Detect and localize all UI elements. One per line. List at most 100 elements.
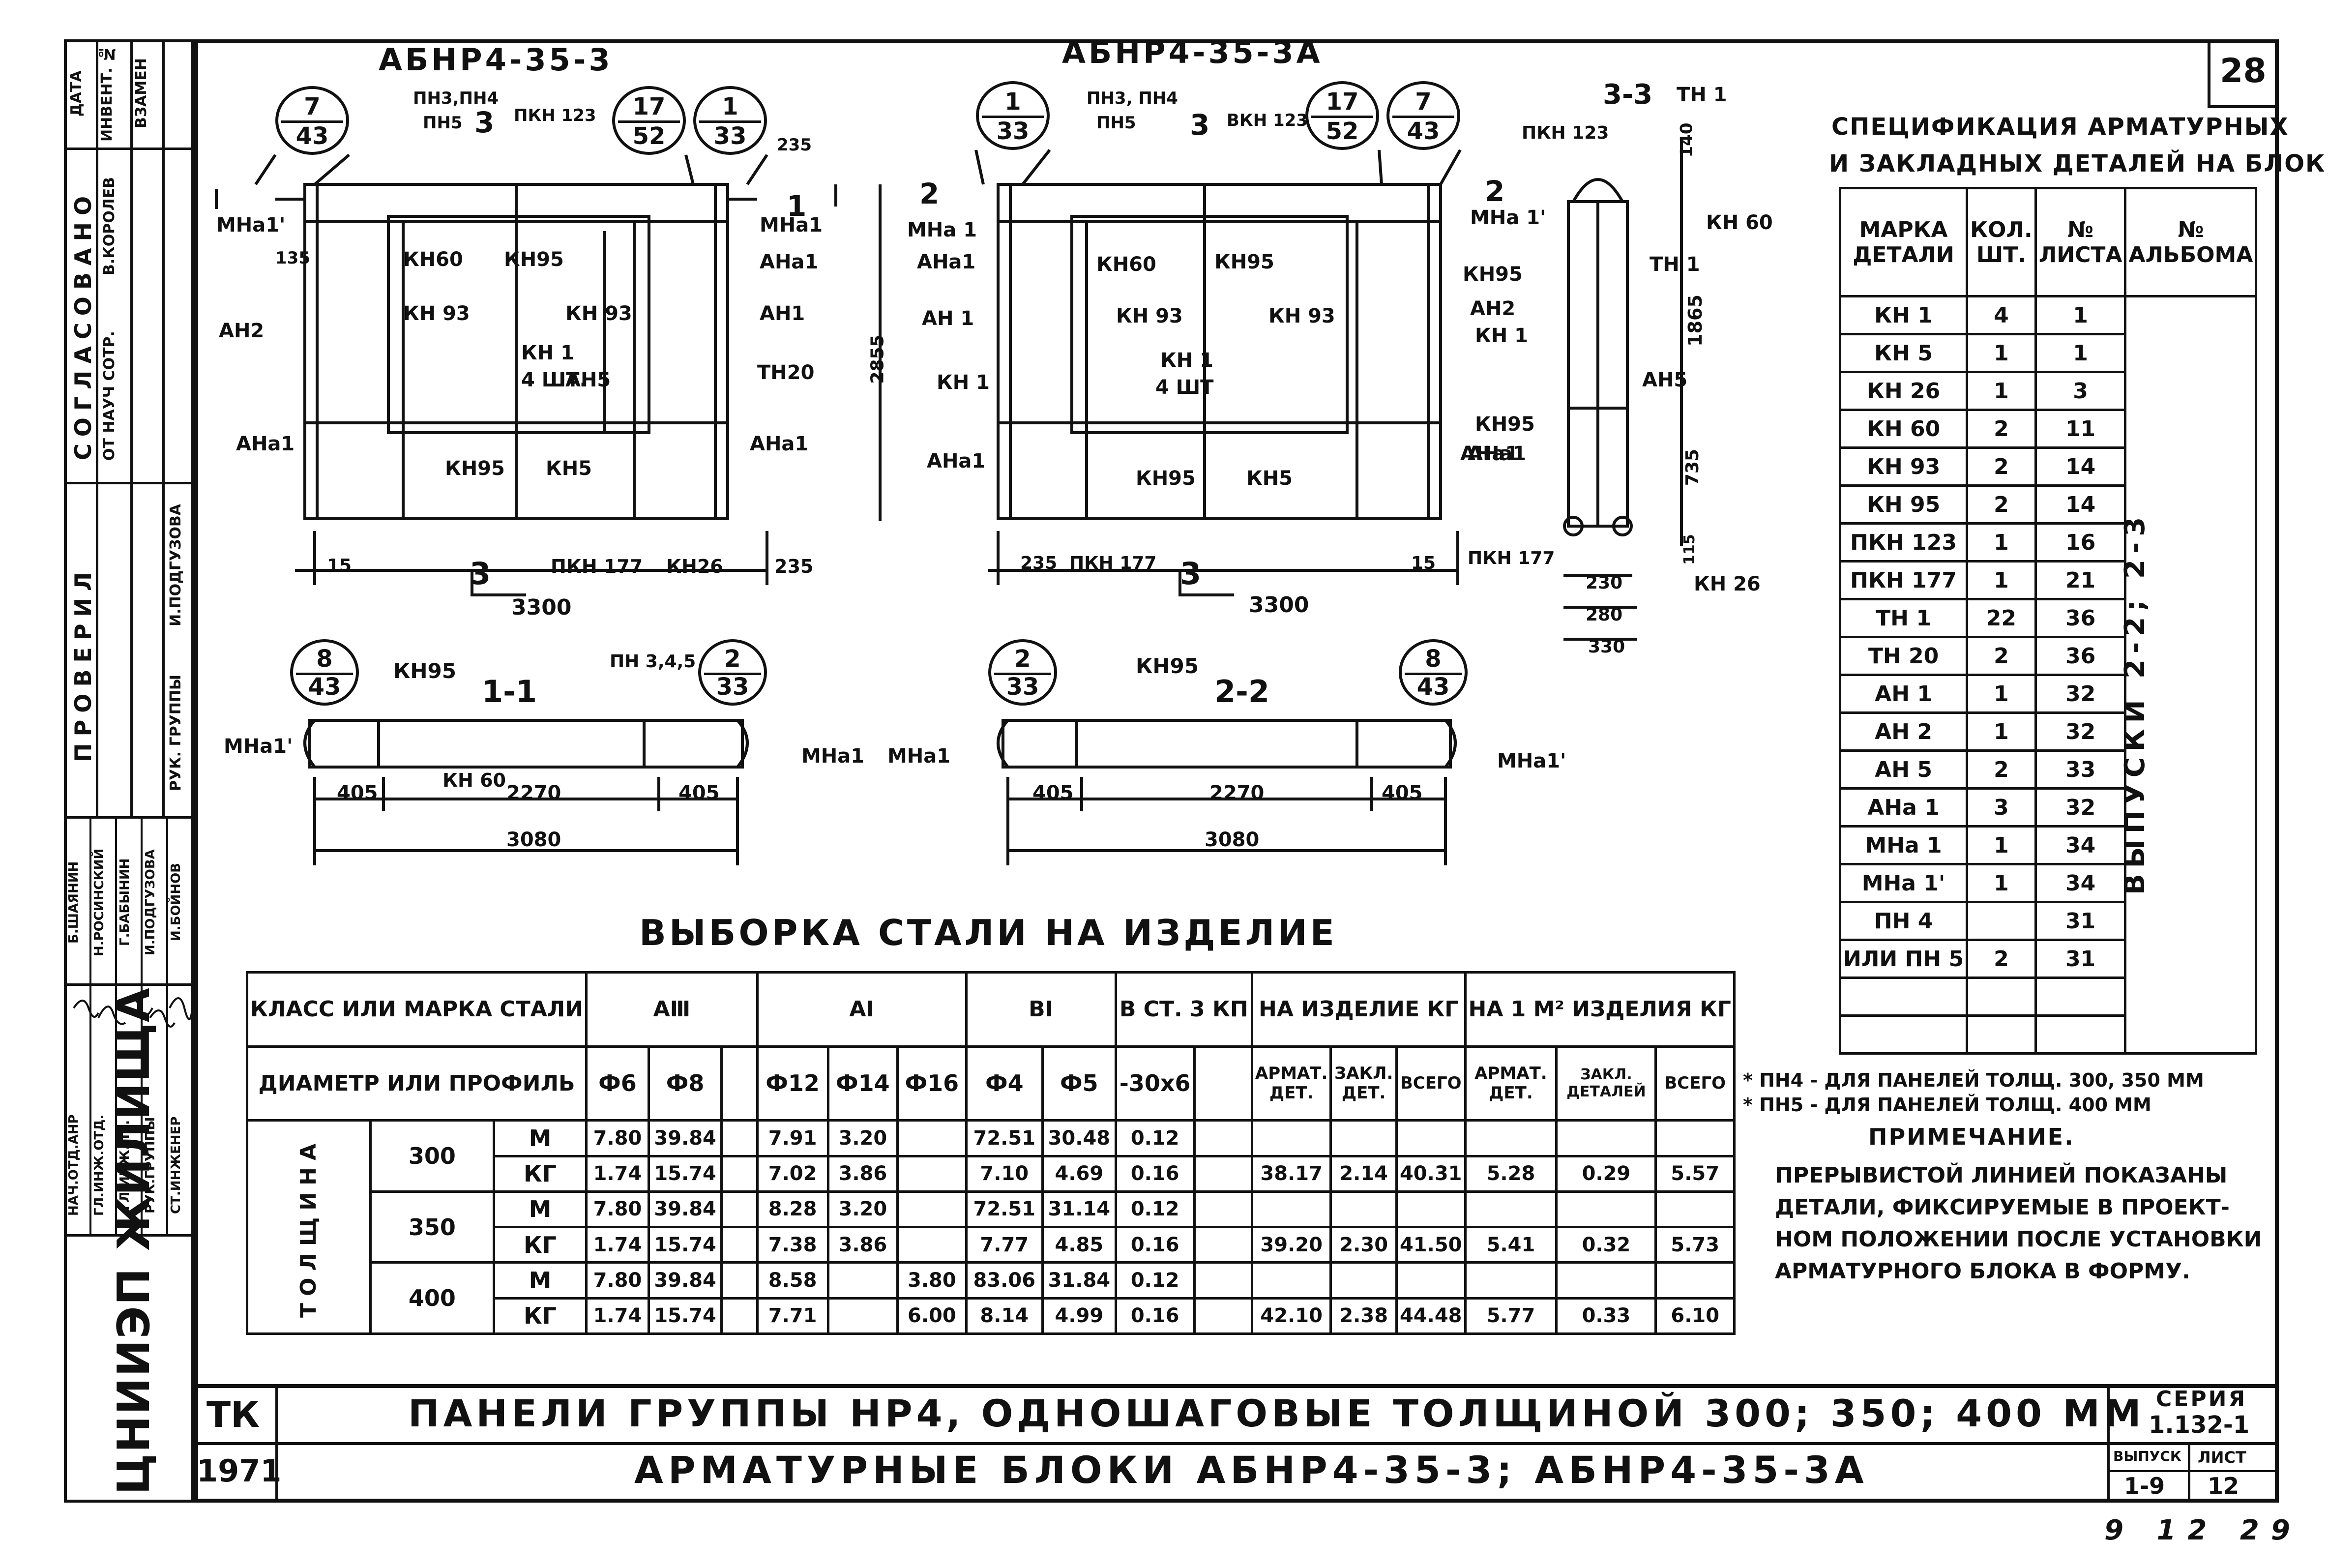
s33-pkn177: ПКН 177 — [1468, 548, 1555, 568]
thickness-value: 350 — [369, 1190, 495, 1264]
d-zakl: ЗАКЛ. ДЕТ. — [1329, 1045, 1398, 1122]
steel-cell: 2.38 — [1329, 1297, 1398, 1335]
l-d235-top: 235 — [777, 135, 812, 155]
steel-cell: 7.91 — [756, 1119, 829, 1157]
spec-mark: АН 1 — [1838, 674, 1969, 714]
steel-cell: 3.86 — [826, 1154, 899, 1193]
l-sec3-top: 3 — [474, 106, 495, 139]
l-an2: АН2 — [219, 320, 265, 342]
steel-cell — [720, 1297, 759, 1335]
r-pn5: ПН5 — [1096, 113, 1136, 133]
steel-cell — [1395, 1261, 1467, 1300]
l-d2855: 2855 — [867, 334, 888, 384]
steel-cell — [1329, 1119, 1398, 1157]
s22-d405b: 405 — [1382, 782, 1423, 804]
spec-qty — [1966, 1014, 2037, 1055]
steel-cell — [720, 1119, 759, 1157]
s33-d330: 330 — [1588, 637, 1625, 657]
s22-title: 2-2 — [1214, 674, 1270, 710]
spec-qty: 1 — [1966, 522, 2037, 562]
l-d235-bot: 235 — [774, 556, 814, 577]
steel-cell: 39.84 — [647, 1261, 723, 1300]
spec-qty: 2 — [1966, 939, 2037, 979]
list-label: ЛИСТ — [2198, 1448, 2246, 1467]
spec-mark — [1838, 1014, 1969, 1055]
spec-sheet: 31 — [2034, 939, 2127, 979]
d-zakl-m2: ЗАКЛ. ДЕТАЛЕЙ — [1555, 1045, 1657, 1122]
spec-title-2: И ЗАКЛАДНЫХ ДЕТАЛЕЙ НА БЛОК — [1829, 150, 2326, 178]
s11-mna1p: МНа1' — [224, 735, 293, 758]
s11-d2270: 2270 — [506, 782, 561, 804]
r-kn1-a: КН 1 — [1160, 349, 1213, 372]
l-kn1: КН 1 — [521, 342, 574, 364]
steel-cell: 7.10 — [965, 1154, 1044, 1193]
d-30x6: -30х6 — [1114, 1045, 1196, 1122]
r-vkn123: ВКН 123 — [1227, 111, 1308, 130]
spec-sheet: 32 — [2034, 711, 2127, 752]
l-an1: АН1 — [760, 302, 805, 325]
steel-cell: 7.38 — [756, 1226, 829, 1264]
spec-sheet: 16 — [2034, 522, 2127, 562]
vypusk-value: 1-9 — [2124, 1473, 2165, 1499]
hdr-a3: АⅢ — [585, 971, 759, 1048]
s33-kn60: КН 60 — [1706, 211, 1773, 234]
steel-cell: 15.74 — [647, 1226, 723, 1264]
unit: М — [492, 1261, 588, 1300]
spec-sheet: 32 — [2034, 787, 2127, 828]
steel-cell: 0.33 — [1555, 1297, 1657, 1335]
steel-cell — [1329, 1261, 1398, 1300]
steel-cell — [1193, 1297, 1253, 1335]
steel-cell — [896, 1154, 968, 1193]
spec-sheet: 1 — [2034, 333, 2127, 373]
spec-mark: КН 26 — [1838, 371, 1969, 411]
note-line-2: ДЕТАЛИ, ФИКСИРУЕМЫЕ В ПРОЕКТ- — [1775, 1195, 2230, 1220]
d-blank1 — [720, 1045, 759, 1122]
steel-cell: 7.80 — [585, 1190, 650, 1229]
spec-sheet: 33 — [2034, 749, 2127, 790]
spec-title-1: СПЕЦИФИКАЦИЯ АРМАТУРНЫХ — [1831, 113, 2289, 141]
spec-qty: 4 — [1966, 295, 2037, 335]
steel-cell — [1193, 1190, 1253, 1229]
l-ana1-right: АНа1 — [750, 433, 809, 455]
spec-hdr-mark: МАРКА ДЕТАЛИ — [1838, 187, 1969, 297]
l-kn93-a: КН 93 — [403, 302, 470, 325]
steel-cell: 42.10 — [1250, 1297, 1332, 1335]
s33-d735: 735 — [1682, 448, 1703, 486]
spec-qty: 2 — [1966, 484, 2037, 525]
thickness-value: 400 — [369, 1261, 495, 1335]
l-d15: 15 — [327, 556, 352, 576]
spec-qty: 1 — [1966, 560, 2037, 600]
spec-sheet — [2034, 1014, 2127, 1055]
steel-cell — [1329, 1190, 1398, 1229]
steel-cell: 2.30 — [1329, 1226, 1398, 1264]
spec-qty — [1966, 976, 2037, 1017]
s11-kn95: КН95 — [393, 659, 456, 683]
spec-sheet: 36 — [2034, 636, 2127, 676]
title-line-2: АРМАТУРНЫЕ БЛОКИ АБНР4-35-3; АБНР4-35-3А — [634, 1448, 1869, 1492]
vypusk-label: ВЫПУСК — [2113, 1448, 2181, 1464]
spec-qty: 2 — [1966, 749, 2037, 790]
hdr-per-item: НА ИЗДЕЛИЕ КГ — [1250, 971, 1467, 1048]
steel-cell: 15.74 — [647, 1154, 723, 1193]
steel-cell: 5.77 — [1464, 1297, 1558, 1335]
l-mna1: МНа1 — [760, 214, 823, 237]
spec-mark: ПН 4 — [1838, 901, 1969, 941]
steel-cell: 0.12 — [1114, 1190, 1196, 1229]
d-f12: Ф12 — [756, 1045, 829, 1122]
d-f14: Ф14 — [826, 1045, 899, 1122]
s22-mna1p: МНа1' — [1497, 750, 1566, 772]
note-pn4: * ПН4 - ДЛЯ ПАНЕЛЕЙ ТОЛЩ. 300, 350 ММ — [1743, 1069, 2204, 1091]
steel-cell: 7.80 — [585, 1261, 650, 1300]
note-line-1: ПРЕРЫВИСТОЙ ЛИНИЕЙ ПОКАЗАНЫ — [1775, 1163, 2228, 1188]
d-f8: Ф8 — [647, 1045, 723, 1122]
steel-cell: 6.00 — [896, 1297, 968, 1335]
